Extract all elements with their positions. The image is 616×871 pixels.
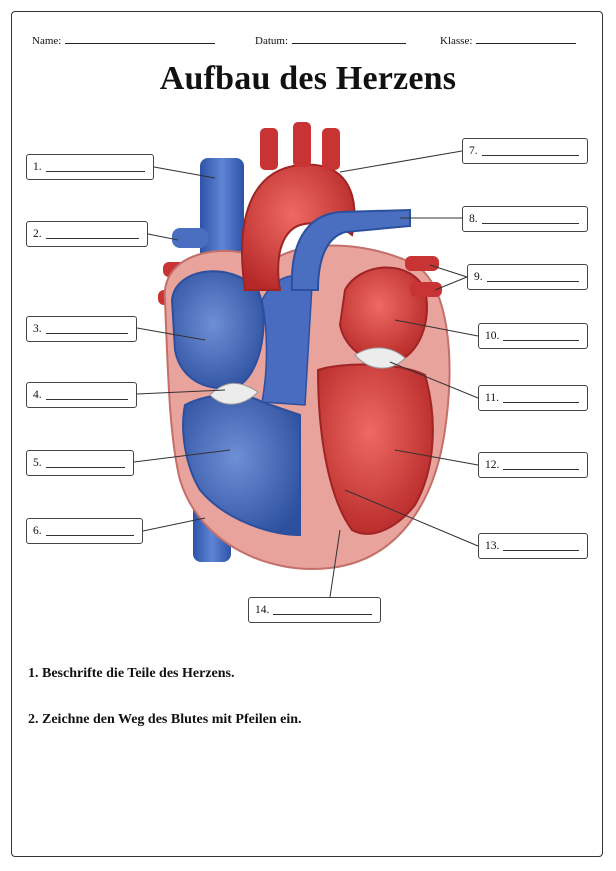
pulmonary-trunk-inner: [261, 275, 313, 406]
pulmonary-vein-branch-left: [172, 228, 208, 248]
label-box-8[interactable]: 8.: [462, 206, 588, 232]
label-box-2[interactable]: 2.: [26, 221, 148, 247]
label-box-1[interactable]: 1.: [26, 154, 154, 180]
leader-lines: [133, 150, 479, 598]
label-box-12[interactable]: 12.: [478, 452, 588, 478]
class-field[interactable]: Klasse:: [440, 33, 577, 47]
label-box-4[interactable]: 4.: [26, 382, 137, 408]
right-atrium: [170, 270, 265, 390]
task-2: 2. Zeichne den Weg des Blutes mit Pfeile…: [28, 712, 302, 727]
label-box-9[interactable]: 9.: [467, 264, 588, 290]
label-box-13[interactable]: 13.: [478, 533, 588, 559]
label-box-10[interactable]: 10.: [478, 323, 588, 349]
pulmonary-artery: [290, 208, 411, 291]
pulmonary-vein-right-1: [405, 256, 439, 271]
page-title: Aufbau des Herzens: [159, 60, 457, 97]
pulmonary-vein-right-2: [410, 282, 442, 297]
label-box-3[interactable]: 3.: [26, 316, 137, 342]
left-ventricle: [316, 363, 434, 535]
name-field[interactable]: Name:: [32, 33, 216, 47]
label-box-14[interactable]: 14.: [248, 597, 381, 623]
task-1: 1. Beschrifte die Teile des Herzens.: [28, 666, 235, 681]
date-field[interactable]: Datum:: [255, 33, 406, 47]
aorta: [241, 163, 356, 291]
tricuspid-valve: [209, 382, 259, 405]
label-box-5[interactable]: 5.: [26, 450, 134, 476]
label-box-11[interactable]: 11.: [478, 385, 588, 411]
aorta-branch-1: [260, 128, 278, 170]
aorta-branch-2: [293, 122, 311, 167]
aorta-branch-3: [322, 128, 340, 170]
label-box-6[interactable]: 6.: [26, 518, 143, 544]
label-box-7[interactable]: 7.: [462, 138, 588, 164]
